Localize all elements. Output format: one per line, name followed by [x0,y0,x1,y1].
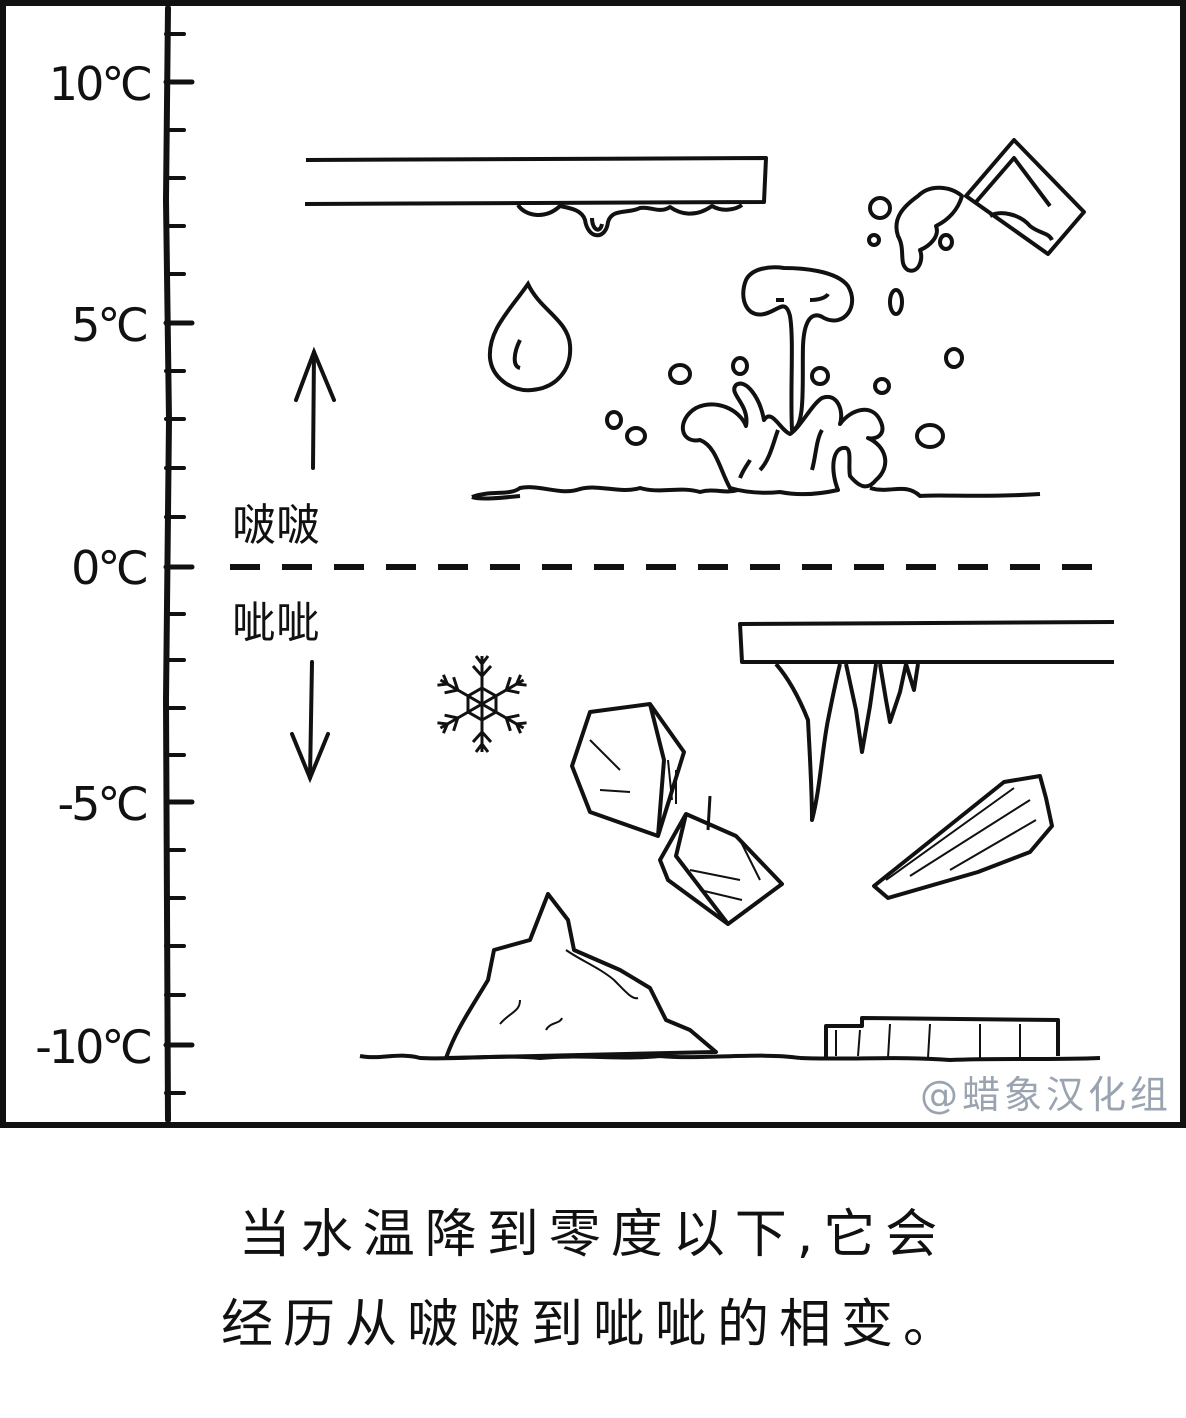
comic-panel: 10℃ 5℃ 0℃ -5℃ -10℃ 啵啵 呲呲 [0,0,1186,1128]
phase-label-below: 呲呲 [232,598,320,649]
watermark: @蜡象汉化组 [920,1073,1172,1117]
shelf-with-drips [304,156,768,238]
tick-label-5: 5℃ [71,298,146,352]
temperature-axis [162,5,195,1123]
phase-label-above: 啵啵 [232,500,320,551]
ice-cube-small [658,795,784,926]
arrow-up-icon [294,346,336,470]
tick-label-10: 10℃ [49,57,151,111]
tick-label-minus-10: -10℃ [35,1020,150,1074]
snowflake-icon [434,655,530,754]
ice-sheet [799,1016,1101,1062]
water-splash [471,265,1041,501]
arrow-down-icon [290,660,330,784]
caption-line-1: 当水温降到零度以下,它会 [238,1205,948,1265]
water-drop-icon [487,279,573,393]
tick-label-minus-5: -5℃ [57,777,146,831]
panel-border [0,0,1186,1128]
ice-cube-large [570,702,686,838]
iceberg [359,892,801,1061]
ice-shard [872,774,1054,900]
caption-line-2: 经历从啵啵到呲呲的相变。 [220,1295,965,1355]
tick-label-0: 0℃ [71,541,146,595]
shelf-with-icicles [738,620,1115,822]
pouring-glass-icon [867,138,1086,273]
